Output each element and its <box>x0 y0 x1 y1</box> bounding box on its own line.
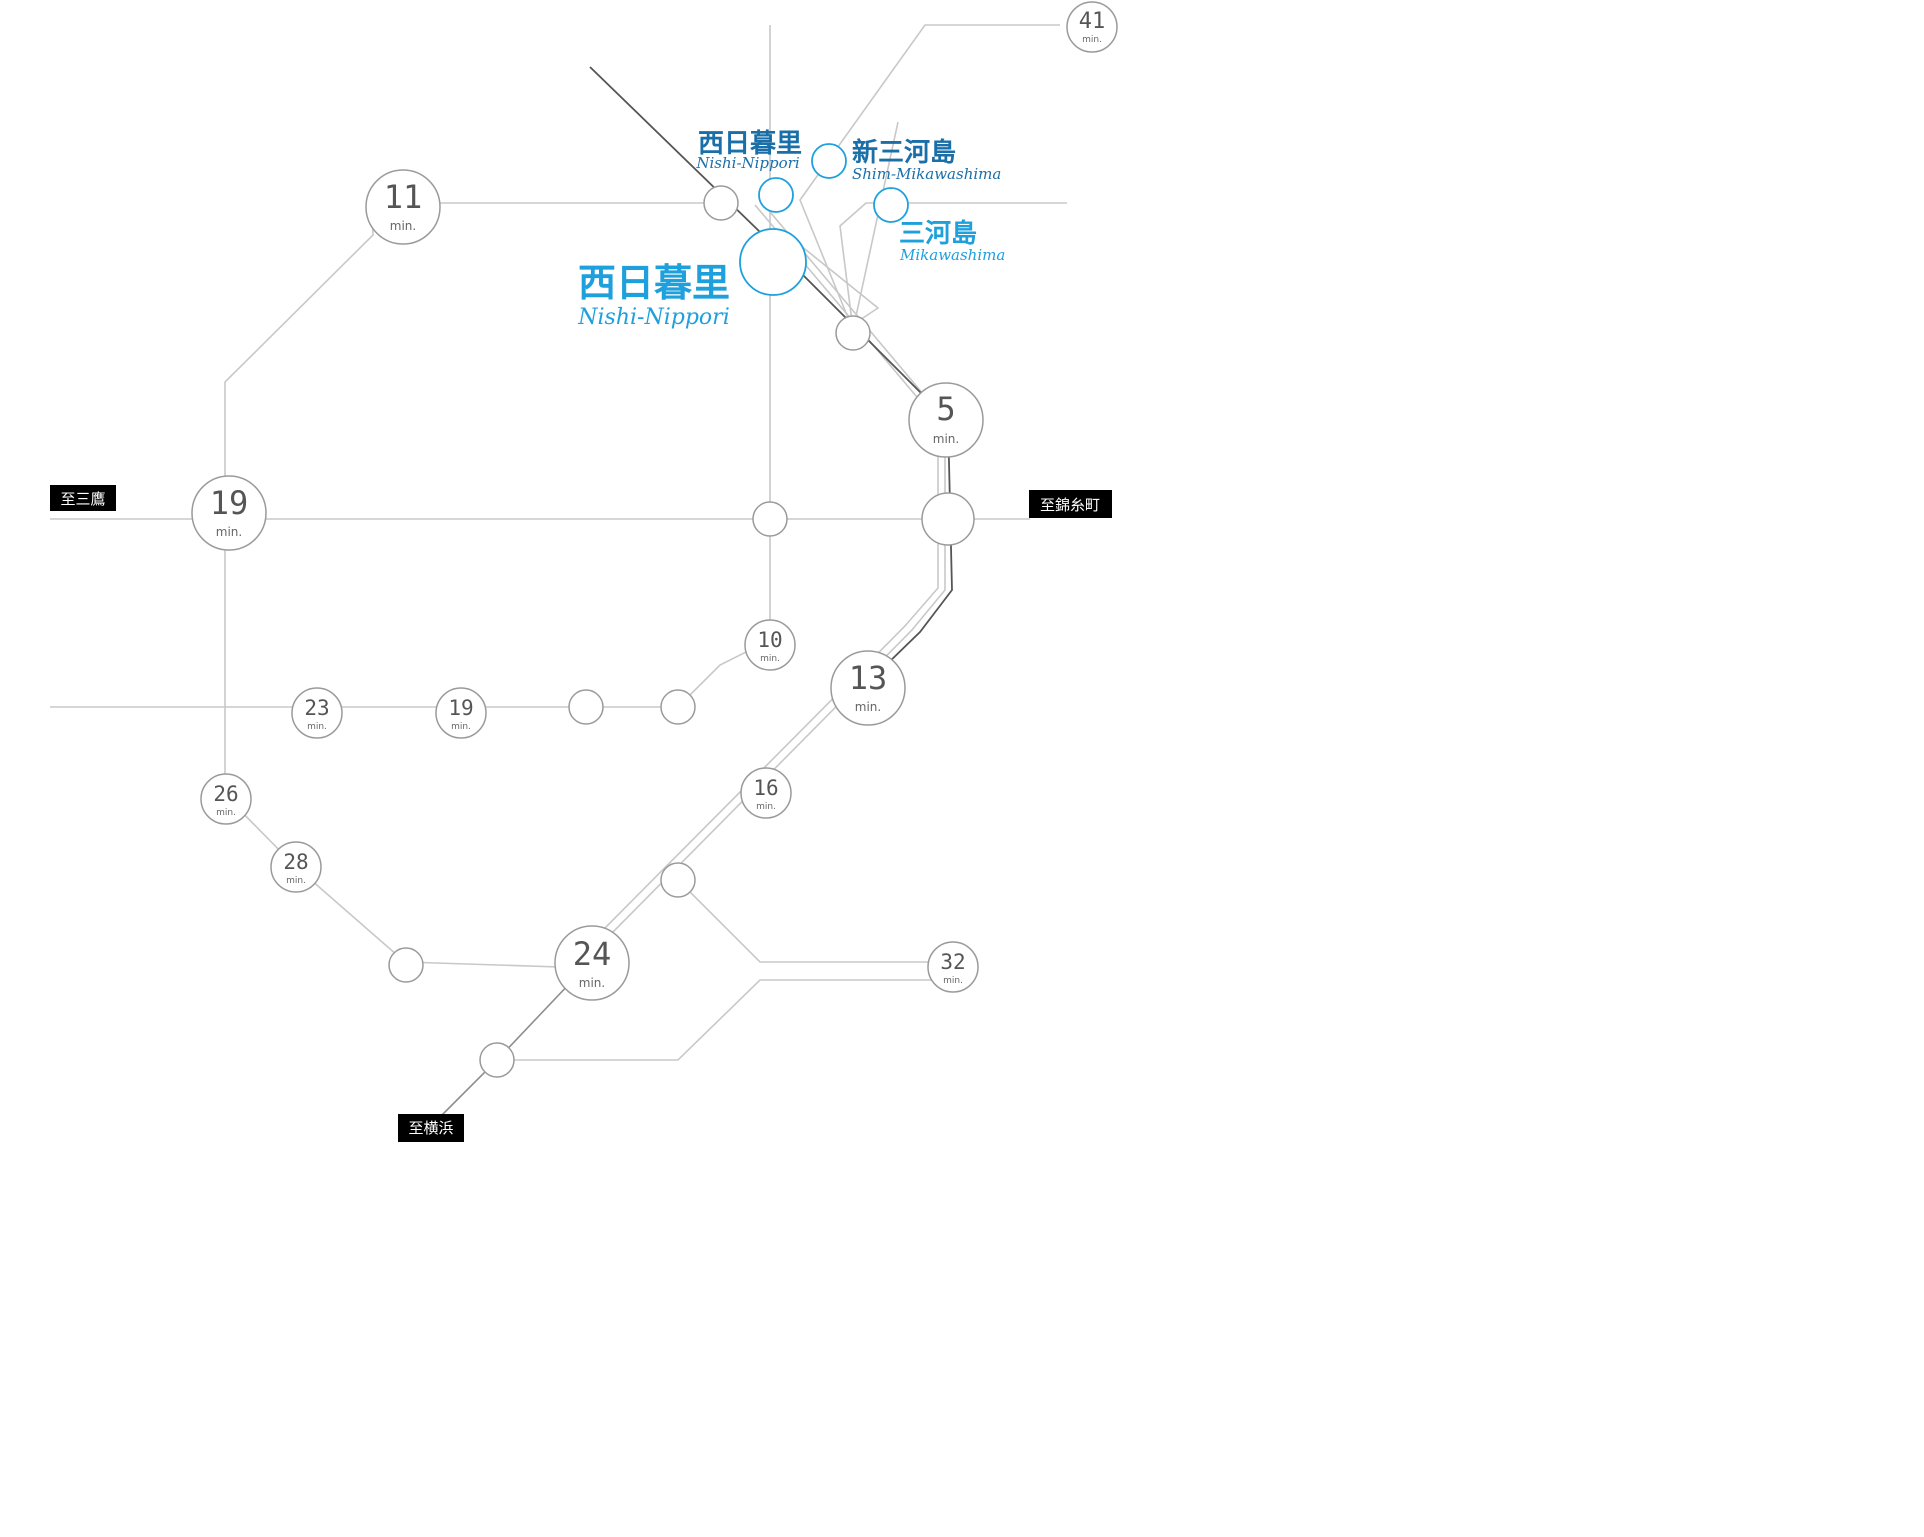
minute-value: 19 <box>448 696 473 720</box>
station-main-nishi-nippori[interactable]: 西日暮里 Nishi-Nippori <box>577 228 807 330</box>
destination-box <box>50 485 116 511</box>
line-south-32-lower <box>497 979 950 1061</box>
minute-unit: min. <box>855 700 881 714</box>
station-node[interactable] <box>752 501 788 537</box>
destination-box <box>398 1114 464 1142</box>
station-node-main[interactable] <box>739 228 807 296</box>
minute-node-13[interactable]: 13 min. <box>830 650 906 726</box>
minute-unit: min. <box>933 432 959 446</box>
line-loop-outer <box>609 199 946 936</box>
destination-kinshicho: 至錦糸町 <box>1029 490 1112 518</box>
minute-node-19-south[interactable]: 19 min. <box>435 687 487 739</box>
station-node[interactable] <box>835 315 871 351</box>
station-nishi-nippori-small[interactable]: 西日暮里 Nishi-Nippori <box>695 129 802 213</box>
station-node[interactable] <box>811 143 847 179</box>
minute-unit: min. <box>451 722 471 732</box>
plain-nodes <box>388 185 975 1078</box>
station-node[interactable] <box>873 187 909 223</box>
minute-node-5[interactable]: 5 min. <box>908 382 984 458</box>
minute-value: 10 <box>757 628 782 652</box>
destination-label: 至横浜 <box>408 1119 453 1137</box>
minute-unit: min. <box>390 219 416 233</box>
line-to-41 <box>799 24 1060 331</box>
station-node[interactable] <box>388 947 424 983</box>
minute-node-23[interactable]: 23 min. <box>291 687 343 739</box>
minute-unit: min. <box>307 722 327 732</box>
minute-unit: min. <box>286 876 306 886</box>
minute-node-19-west[interactable]: 19 min. <box>191 475 267 551</box>
station-node[interactable] <box>921 492 975 546</box>
station-name-ja: 西日暮里 <box>578 260 730 305</box>
minute-node-28[interactable]: 28 min. <box>270 841 322 893</box>
line-upper-diagonal <box>852 121 899 331</box>
destination-yokohama: 至横浜 <box>398 1114 464 1142</box>
minute-value: 13 <box>849 659 888 697</box>
station-name-ja: 西日暮里 <box>698 129 802 159</box>
station-name-en: Nishi-Nippori <box>695 154 799 172</box>
station-node[interactable] <box>758 177 794 213</box>
minute-unit: min. <box>943 976 963 986</box>
minute-value: 41 <box>1079 9 1106 34</box>
minute-unit: min. <box>579 976 605 990</box>
station-name-en: Nishi-Nippori <box>577 305 729 330</box>
minute-unit: min. <box>216 525 242 539</box>
minute-unit: min. <box>756 802 776 812</box>
line-west-upper <box>224 202 720 519</box>
station-shin-mikawashima[interactable]: 新三河島 Shim-Mikawashima <box>811 137 1001 183</box>
minute-value: 26 <box>213 782 238 806</box>
station-name-ja: 新三河島 <box>852 137 956 168</box>
line-local-diagonal <box>789 236 880 321</box>
destination-label: 至三鷹 <box>60 490 105 508</box>
minute-value: 23 <box>304 696 329 720</box>
minute-value: 16 <box>753 776 778 800</box>
destination-box <box>1029 490 1112 518</box>
minute-value: 24 <box>573 935 612 973</box>
station-node[interactable] <box>703 185 739 221</box>
station-mikawashima[interactable]: 三河島 Mikawashima <box>873 187 1005 264</box>
destination-mitaka: 至三鷹 <box>50 485 116 511</box>
minute-node-26[interactable]: 26 min. <box>200 773 252 825</box>
station-name-en: Mikawashima <box>899 246 1005 264</box>
minute-node-11[interactable]: 11 min. <box>365 169 441 245</box>
minute-node-10[interactable]: 10 min. <box>744 619 796 671</box>
minute-value: 11 <box>384 178 423 216</box>
minute-value: 28 <box>283 850 308 874</box>
minute-value: 32 <box>940 950 965 974</box>
station-node[interactable] <box>660 862 696 898</box>
station-name-ja: 三河島 <box>899 219 977 249</box>
line-south-32-upper <box>677 879 950 963</box>
station-node[interactable] <box>660 689 696 725</box>
minute-value: 19 <box>210 484 249 522</box>
minute-node-16[interactable]: 16 min. <box>740 767 792 819</box>
line-southwest <box>224 794 591 969</box>
minute-node-32[interactable]: 32 min. <box>927 941 979 993</box>
station-name-en: Shim-Mikawashima <box>852 165 1001 183</box>
destination-label: 至錦糸町 <box>1040 496 1100 514</box>
minute-value: 5 <box>936 390 955 428</box>
minute-unit: min. <box>216 808 236 818</box>
minute-node-41[interactable]: 41 min. <box>1066 1 1118 53</box>
station-node[interactable] <box>479 1042 515 1078</box>
minute-unit: min. <box>760 654 780 664</box>
line-lower-horizontal <box>50 639 771 708</box>
minute-node-24[interactable]: 24 min. <box>554 925 630 1001</box>
station-node[interactable] <box>568 689 604 725</box>
minute-unit: min. <box>1082 35 1102 45</box>
line-to-mikawashima <box>839 202 1067 331</box>
